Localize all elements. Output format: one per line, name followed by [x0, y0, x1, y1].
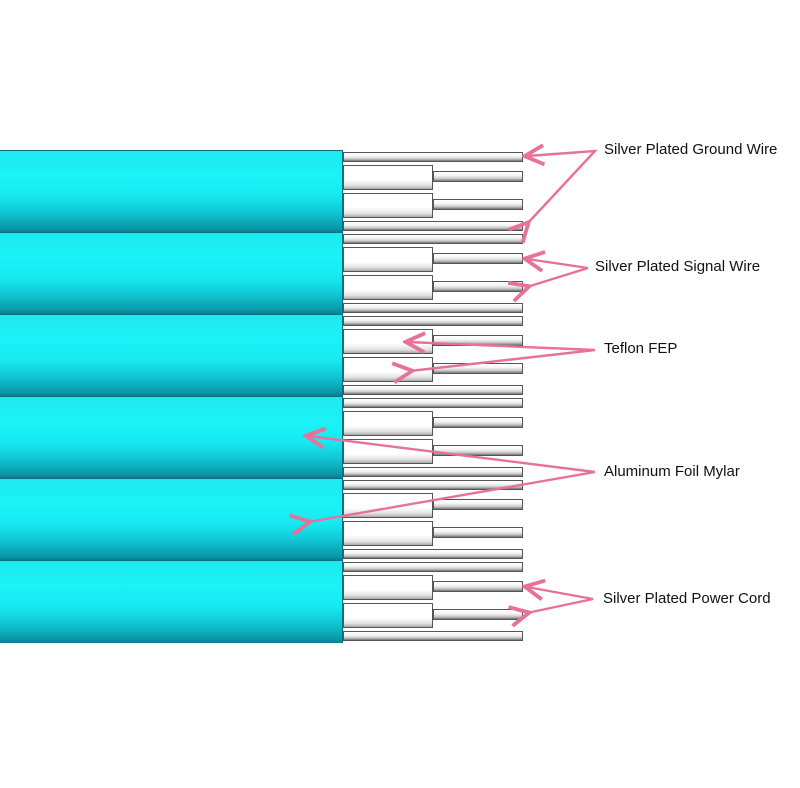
signal-conductor — [433, 527, 523, 538]
ground-wire — [343, 152, 523, 162]
label-aluminum-foil: Aluminum Foil Mylar — [604, 463, 740, 480]
signal-conductor — [433, 281, 523, 292]
signal-conductor — [433, 581, 523, 592]
ground-wire — [343, 562, 523, 572]
arrow-ground — [527, 151, 598, 224]
teflon-insulator — [343, 193, 433, 218]
arrow-signal — [527, 259, 589, 287]
teflon-insulator — [343, 411, 433, 436]
teflon-insulator — [343, 357, 433, 382]
label-signal-wire: Silver Plated Signal Wire — [595, 258, 761, 275]
jacket-band — [0, 396, 343, 478]
ground-wire — [343, 480, 523, 490]
signal-conductor — [433, 335, 523, 346]
signal-conductor — [433, 609, 523, 620]
arrow-power — [527, 587, 594, 613]
jacket-band — [0, 560, 343, 643]
teflon-insulator — [343, 439, 433, 464]
teflon-insulator — [343, 493, 433, 518]
signal-conductor — [433, 199, 523, 210]
teflon-insulator — [343, 603, 433, 628]
signal-conductor — [433, 499, 523, 510]
teflon-insulator — [343, 275, 433, 300]
ground-wire — [343, 398, 523, 408]
ground-wire — [343, 221, 523, 231]
teflon-insulator — [343, 329, 433, 354]
ground-wire — [343, 303, 523, 313]
signal-conductor — [433, 171, 523, 182]
teflon-insulator — [343, 165, 433, 190]
jacket-band — [0, 232, 343, 314]
ground-wire — [343, 467, 523, 477]
ground-wire — [343, 234, 523, 244]
flat-cable — [0, 150, 530, 644]
teflon-insulator — [343, 521, 433, 546]
ground-wire — [343, 316, 523, 326]
ground-wire — [343, 549, 523, 559]
jacket-band — [0, 150, 343, 232]
label-ground-wire: Silver Plated Ground Wire — [604, 141, 778, 158]
signal-conductor — [433, 253, 523, 264]
signal-conductor — [433, 417, 523, 428]
ground-wire — [343, 385, 523, 395]
ground-wire — [343, 631, 523, 641]
signal-conductor — [433, 363, 523, 374]
jacket-band — [0, 478, 343, 560]
teflon-insulator — [343, 247, 433, 272]
jacket-band — [0, 314, 343, 396]
label-teflon-fep: Teflon FEP — [604, 340, 678, 357]
signal-conductor — [433, 445, 523, 456]
teflon-insulator — [343, 575, 433, 600]
label-power-cord: Silver Plated Power Cord — [603, 590, 771, 607]
